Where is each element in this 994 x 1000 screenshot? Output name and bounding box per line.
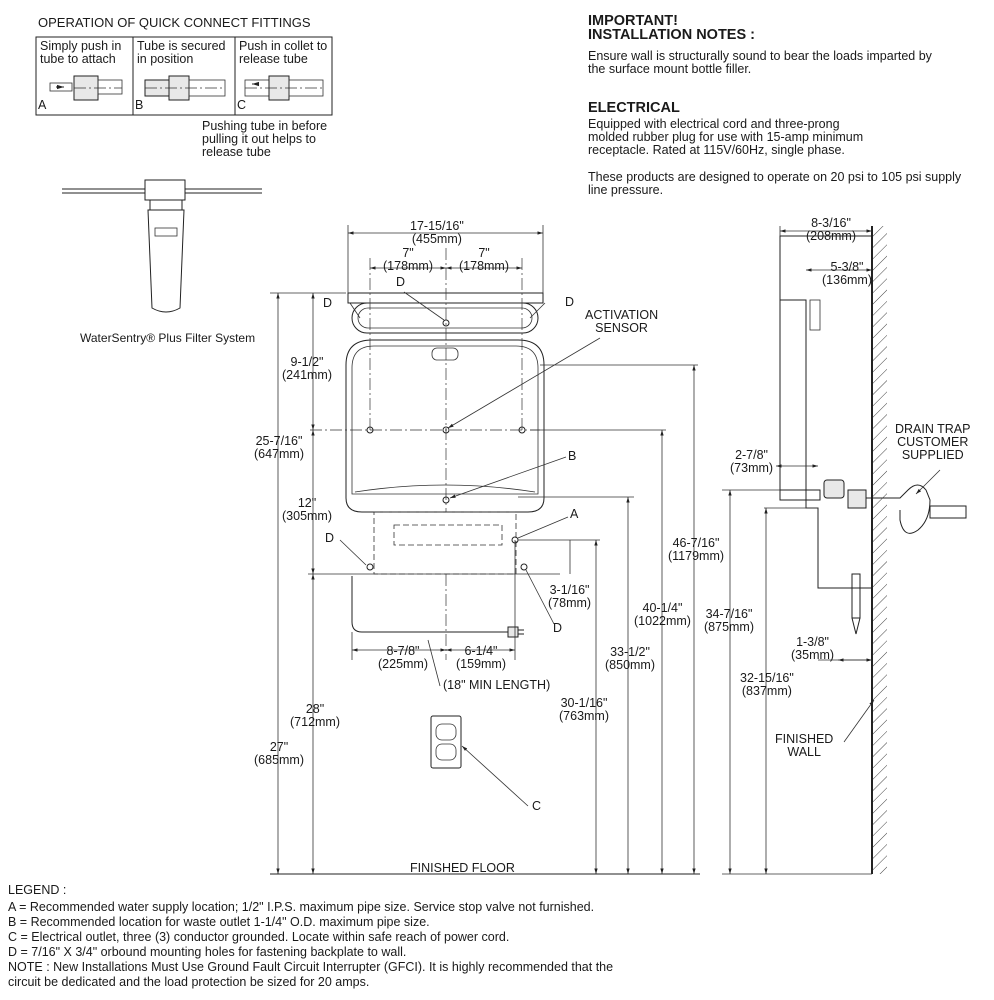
legend-line-c: C = Electrical outlet, three (3) conduct… xyxy=(8,930,510,944)
electrical-heading: ELECTRICAL xyxy=(588,100,680,116)
label-c: C xyxy=(532,799,542,813)
side-elevation xyxy=(722,226,967,875)
dim-28: 28" (712mm) xyxy=(290,702,341,729)
legend-line-a: A = Recommended water supply location; 1… xyxy=(8,900,595,914)
fitting-b-icon xyxy=(144,75,226,101)
dim-6-1-4: 6-1/4" (159mm) xyxy=(456,644,507,671)
dim-9-1-2: 9-1/2" (241mm) xyxy=(282,355,333,382)
fitting-c-icon xyxy=(244,75,324,101)
dim-8-7-8: 8-7/8" (225mm) xyxy=(378,644,429,671)
quick-connect-letter-b: B xyxy=(135,98,144,112)
dim-32-15-16: 32-15/16" (837mm) xyxy=(740,671,794,698)
filter-caption: WaterSentry® Plus Filter System xyxy=(80,331,256,345)
dim-width: 17-15/16" (455mm) xyxy=(410,219,464,246)
pressure-text: These products are designed to operate o… xyxy=(588,170,962,197)
quick-connect-note: Pushing tube in before pulling it out he… xyxy=(202,119,328,159)
dim-34-7-16: 34-7/16" (875mm) xyxy=(704,607,755,634)
quick-connect-table xyxy=(35,36,333,116)
finished-wall-label: FINISHED WALL xyxy=(775,732,834,759)
dim-30-1-16: 30-1/16" (763mm) xyxy=(559,696,610,723)
legend-note: NOTE : New Installations Must Use Ground… xyxy=(8,960,614,974)
quick-connect-cell-a: Simply push in tube to attach xyxy=(40,39,122,66)
label-d-lower-left: D xyxy=(325,531,335,545)
legend-title: LEGEND : xyxy=(8,883,67,897)
important-subheading: INSTALLATION NOTES : xyxy=(588,27,756,43)
important-heading: IMPORTANT! xyxy=(588,13,678,29)
quick-connect-letter-a: A xyxy=(38,98,47,112)
quick-connect-letter-c: C xyxy=(237,98,247,112)
important-text: Ensure wall is structurally sound to bea… xyxy=(588,49,932,76)
quick-connect-title: OPERATION OF QUICK CONNECT FITTINGS xyxy=(38,15,311,30)
dim-3-1-16: 3-1/16" (78mm) xyxy=(548,583,592,610)
label-d-right: D xyxy=(565,295,575,309)
front-elevation xyxy=(270,225,700,875)
legend-line-d: D = 7/16" X 3/4" orbound mounting holes … xyxy=(8,945,407,959)
activation-sensor-label: ACTIVATION SENSOR xyxy=(585,308,659,335)
label-d-left: D xyxy=(323,296,333,310)
dim-8-3-16: 8-3/16" (208mm) xyxy=(806,216,857,243)
label-b: B xyxy=(568,449,577,463)
quick-connect-cell-b: Tube is secured in position xyxy=(137,39,226,66)
finished-floor-label: FINISHED FLOOR xyxy=(410,861,515,875)
label-d-top: D xyxy=(396,275,406,289)
fitting-a-icon xyxy=(49,75,123,101)
label-d-lower-right: D xyxy=(553,621,563,635)
dim-46-7-16: 46-7/16" (1179mm) xyxy=(668,536,725,563)
dim-5-3-8: 5-3/8" (136mm) xyxy=(822,260,873,287)
dim-25-7-16: 25-7/16" (647mm) xyxy=(254,434,305,461)
dim-12: 12" (305mm) xyxy=(282,496,333,523)
dim-33-1-2: 33-1/2" (850mm) xyxy=(605,645,656,672)
dim-1-3-8: 1-3/8" (35mm) xyxy=(791,635,835,662)
dim-27: 27" (685mm) xyxy=(254,740,305,767)
filter-system-icon xyxy=(62,179,262,313)
dim-left-7: 7" (178mm) xyxy=(383,246,434,273)
electrical-text: Equipped with electrical cord and three-… xyxy=(588,117,864,157)
legend-line-b: B = Recommended location for waste outle… xyxy=(8,915,430,929)
legend-note-cont: circuit be dedicated and the load protec… xyxy=(8,975,370,989)
drain-trap-label: DRAIN TRAP CUSTOMER SUPPLIED xyxy=(895,422,971,462)
dim-40-1-4: 40-1/4" (1022mm) xyxy=(634,601,691,628)
quick-connect-cell-c: Push in collet to release tube xyxy=(239,39,328,66)
dim-right-7: 7" (178mm) xyxy=(459,246,510,273)
cord-length-label: (18" MIN LENGTH) xyxy=(443,678,551,692)
label-a: A xyxy=(570,507,579,521)
dim-2-7-8: 2-7/8" (73mm) xyxy=(730,448,774,475)
